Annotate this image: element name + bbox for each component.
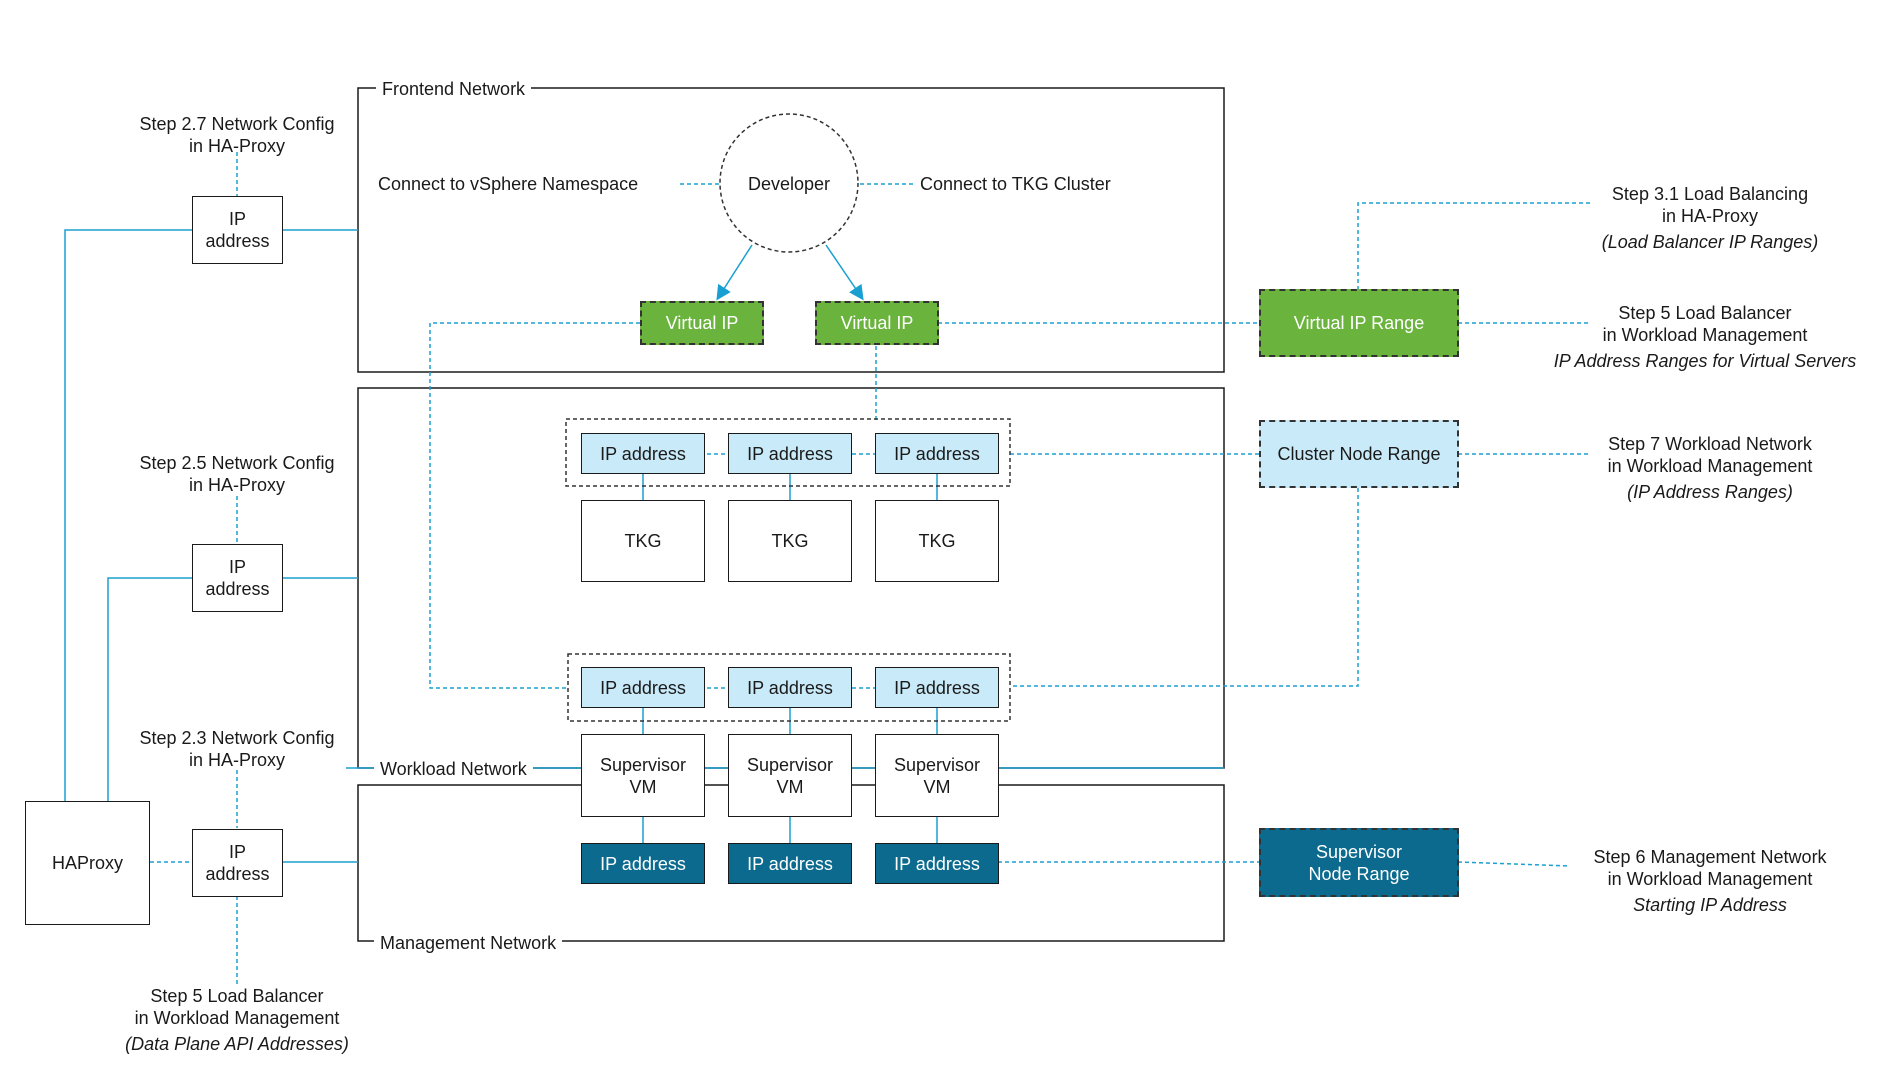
supervisor-vm-1-line1: Supervisor (599, 754, 687, 775)
step-7-line1: Step 7 Workload Network (1608, 434, 1812, 454)
mgmt-ip-address-1: IP address (581, 843, 705, 884)
frontend-network-label: Frontend Network (376, 78, 532, 100)
supervisor-vm-1-line2: VM (629, 776, 657, 797)
haproxy-frontend-ip-line1: IP (228, 209, 246, 229)
step-3-1-line3: (Load Balancer IP Ranges) (1601, 232, 1819, 252)
haproxy-workload-ip-line1: IP (228, 557, 246, 577)
supervisor-ip-address-1: IP address (581, 667, 705, 708)
developer-label: Developer (747, 174, 831, 194)
supervisor-node-range-line1: Supervisor (1315, 841, 1403, 862)
connect-namespace-label: Connect to vSphere Namespace (378, 174, 639, 194)
step-3-1-line1: Step 3.1 Load Balancing (1611, 184, 1809, 204)
developer-arrow-right (825, 244, 864, 301)
step-2-3-annotation: Step 2.3 Network Config in HA-Proxy (112, 727, 362, 771)
mgmt-ip-address-3: IP address (875, 843, 999, 884)
workload-network-label: Workload Network (374, 758, 533, 780)
haproxy-management-ip: IP address (192, 829, 283, 897)
step-2-5-line1: Step 2.5 Network Config (139, 453, 335, 473)
step-7-annotation: Step 7 Workload Network in Workload Mana… (1560, 433, 1860, 507)
step-5-virtual-servers-line2: in Workload Management (1602, 325, 1808, 345)
haproxy-frontend-ip-line2: address (205, 231, 270, 251)
step-2-3-line2: in HA-Proxy (188, 750, 286, 770)
step-5-data-plane-line1: Step 5 Load Balancer (150, 986, 324, 1006)
step-2-7-line1: Step 2.7 Network Config (139, 114, 335, 134)
supervisor-node-range: Supervisor Node Range (1259, 828, 1459, 897)
step-2-7-line2: in HA-Proxy (188, 136, 286, 156)
step-2-5-annotation: Step 2.5 Network Config in HA-Proxy (112, 452, 362, 496)
step-5-virtual-servers-line1: Step 5 Load Balancer (1618, 303, 1792, 323)
supervisor-ip-address-3: IP address (875, 667, 999, 708)
supervisor-node-range-line2: Node Range (1308, 863, 1410, 884)
frontend-network-frame (357, 87, 1225, 373)
haproxy-workload-ip-line2: address (205, 579, 270, 599)
tkg-node-1: TKG (581, 500, 705, 582)
supervisor-vm-3-line2: VM (923, 776, 951, 797)
haproxy-workload-ip: IP address (192, 544, 283, 612)
tkg-ip-address-1: IP address (581, 433, 705, 474)
supervisor-vm-3-line1: Supervisor (893, 754, 981, 775)
developer-arrow-left (716, 244, 753, 301)
supervisor-ip-address-2: IP address (728, 667, 852, 708)
step-3-1-annotation: Step 3.1 Load Balancing in HA-Proxy (Loa… (1560, 183, 1860, 257)
supervisor-vm-1: Supervisor VM (581, 734, 705, 817)
step-5-virtual-servers-annotation: Step 5 Load Balancer in Workload Managem… (1535, 302, 1875, 376)
step-3-1-line2: in HA-Proxy (1661, 206, 1759, 226)
step-6-line3: Starting IP Address (1633, 895, 1787, 915)
connect-tkg-label: Connect to TKG Cluster (920, 174, 1111, 194)
virtual-ip-left: Virtual IP (640, 301, 764, 345)
step-5-data-plane-line3: (Data Plane API Addresses) (125, 1034, 349, 1054)
step-7-line3: (IP Address Ranges) (1627, 482, 1793, 502)
haproxy-frontend-ip: IP address (192, 196, 283, 264)
supervisor-vm-3: Supervisor VM (875, 734, 999, 817)
tkg-ip-address-2: IP address (728, 433, 852, 474)
virtual-ip-range: Virtual IP Range (1259, 289, 1459, 357)
supervisor-vm-2: Supervisor VM (728, 734, 852, 817)
step-2-7-annotation: Step 2.7 Network Config in HA-Proxy (112, 113, 362, 157)
step-6-line1: Step 6 Management Network (1593, 847, 1827, 867)
step-2-5-line2: in HA-Proxy (188, 475, 286, 495)
step-2-3-line1: Step 2.3 Network Config (139, 728, 335, 748)
haproxy-management-ip-line1: IP (228, 842, 246, 862)
cluster-node-range: Cluster Node Range (1259, 420, 1459, 488)
tkg-node-2: TKG (728, 500, 852, 582)
step-6-line2: in Workload Management (1607, 869, 1813, 889)
step-7-line2: in Workload Management (1607, 456, 1813, 476)
supervisor-vm-2-line1: Supervisor (746, 754, 834, 775)
virtual-ip-right: Virtual IP (815, 301, 939, 345)
haproxy-box: HAProxy (25, 801, 150, 925)
mgmt-ip-address-2: IP address (728, 843, 852, 884)
step-5-data-plane-annotation: Step 5 Load Balancer in Workload Managem… (87, 985, 387, 1059)
step-5-virtual-servers-line3: IP Address Ranges for Virtual Servers (1553, 351, 1857, 371)
haproxy-management-ip-line2: address (205, 864, 270, 884)
management-network-label: Management Network (374, 932, 563, 954)
step-5-data-plane-line2: in Workload Management (134, 1008, 340, 1028)
tkg-ip-address-3: IP address (875, 433, 999, 474)
tkg-node-3: TKG (875, 500, 999, 582)
haproxy-frontend-link (64, 229, 192, 801)
step-6-annotation: Step 6 Management Network in Workload Ma… (1560, 846, 1860, 920)
supervisor-vm-2-line2: VM (776, 776, 804, 797)
